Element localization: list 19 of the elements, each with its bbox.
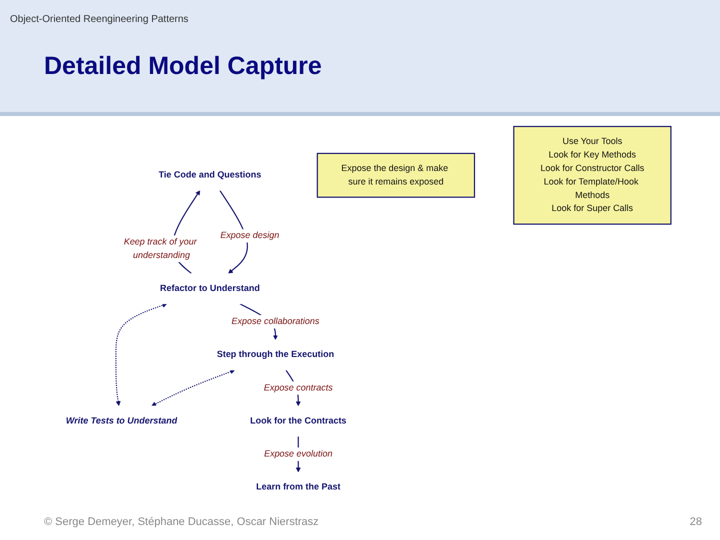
edge-label: Expose contracts xyxy=(264,382,333,393)
node-text: Refactor to Understand xyxy=(160,284,260,294)
slide-title: Detailed Model Capture xyxy=(44,52,322,81)
node-box: Use Your Tools Look for Key Methods Look for Constructor Calls Look for Template/Hook Methods Look for Super Calls xyxy=(513,126,672,225)
arrow xyxy=(115,302,168,406)
header-text: Object-Oriented Reengineering Patterns xyxy=(10,14,188,25)
edge-label: Expose design xyxy=(220,230,280,240)
node-box: Expose the design & make sure it remains exposed xyxy=(316,152,476,198)
copyright-text: © Serge Demeyer, Stéphane Ducasse, Oscar Nierstrasz xyxy=(44,516,319,528)
node-text: Write Tests to Understand xyxy=(66,416,178,426)
edge-label: Keep track of your understanding xyxy=(124,237,197,260)
arrow xyxy=(151,369,236,406)
page-number: 28 xyxy=(690,516,702,528)
node-text: Look for the Contracts xyxy=(250,416,346,426)
node-text: Learn from the Past xyxy=(256,482,340,492)
edge-label: Expose evolution xyxy=(264,449,332,459)
node-text: Tie Code and Questions xyxy=(158,170,262,180)
node-text: Step through the Execution xyxy=(216,350,334,360)
edge-label: Expose collaborations xyxy=(232,316,320,326)
